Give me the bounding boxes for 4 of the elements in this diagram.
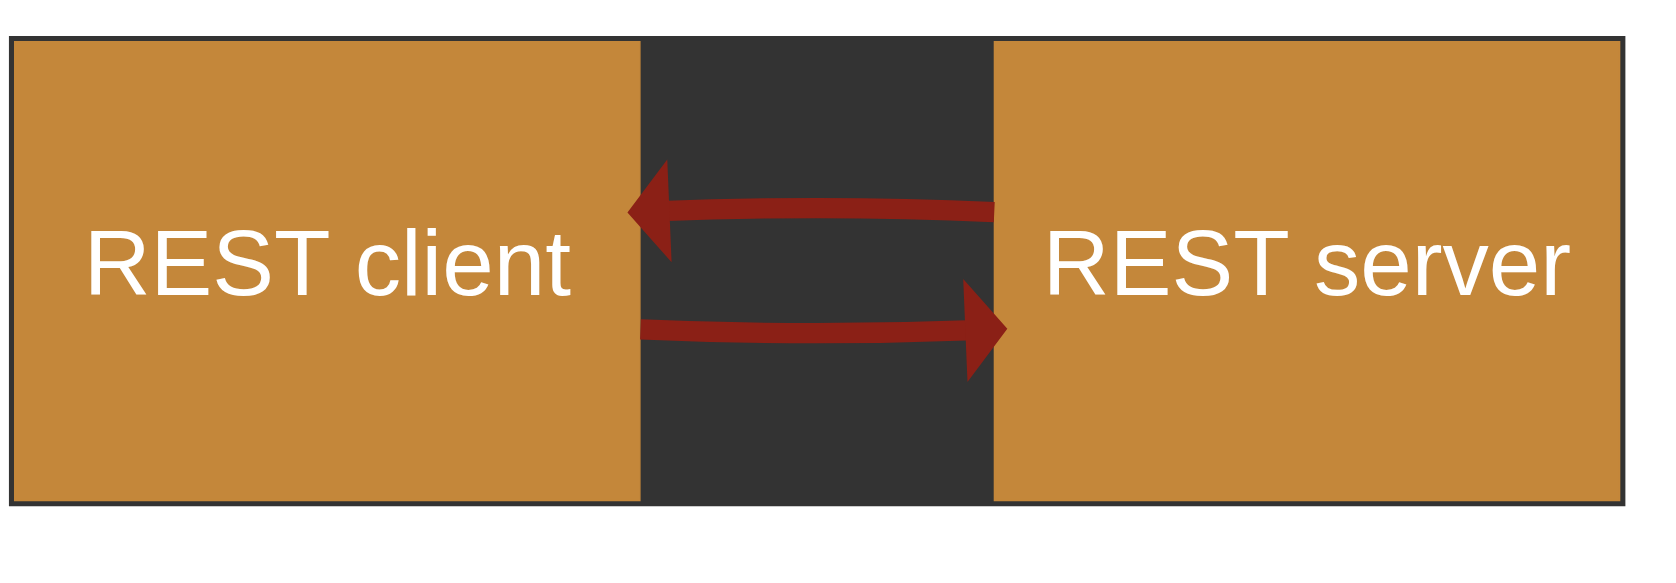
arrow	[627, 158, 995, 262]
node-box: REST server	[993, 40, 1621, 501]
node-box: REST client	[14, 40, 641, 501]
arrow	[640, 278, 1008, 382]
